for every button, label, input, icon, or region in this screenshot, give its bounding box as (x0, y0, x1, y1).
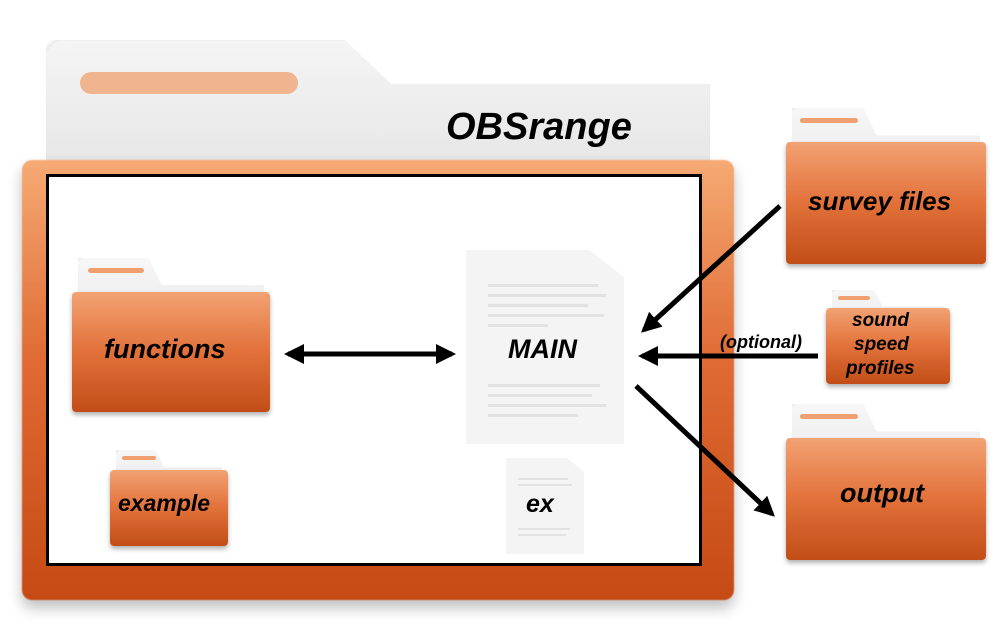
example-label: example (118, 490, 211, 516)
speed-label: speed (854, 334, 909, 355)
folder-title: OBSrange (446, 106, 632, 148)
ex-document-icon[interactable] (506, 458, 584, 554)
survey-files-folder-icon[interactable] (786, 108, 986, 264)
main-document-icon[interactable] (466, 250, 624, 444)
output-label: output (840, 478, 924, 508)
survey-to-main-arrow (641, 204, 782, 333)
ex-label: ex (526, 490, 554, 518)
sound-label: sound (852, 310, 909, 331)
functions-folder-icon[interactable] (72, 258, 270, 412)
sound-speed-profiles-folder-icon[interactable] (826, 290, 950, 384)
folder-tab-bar (80, 72, 298, 94)
optional-label: (optional) (720, 332, 802, 352)
survey-files-label: survey files (808, 186, 952, 216)
main-to-output-arrow (634, 384, 775, 517)
output-folder-icon[interactable] (786, 404, 986, 560)
main-label: MAIN (508, 334, 577, 364)
example-folder-icon[interactable] (110, 450, 228, 546)
functions-label: functions (104, 334, 226, 364)
profiles-label: profiles (846, 358, 915, 379)
